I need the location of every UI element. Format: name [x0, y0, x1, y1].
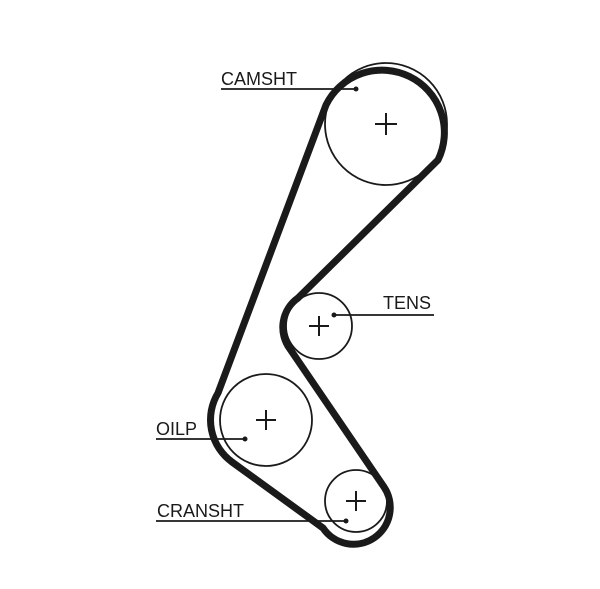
oil-pump-pulley — [219, 373, 313, 467]
camshaft-callout — [221, 86, 359, 92]
crankshaft-callout — [156, 518, 349, 524]
timing-belt — [207, 66, 448, 548]
oil-pump-label: OILP — [156, 419, 197, 439]
oil-pump-callout — [156, 436, 248, 442]
crankshaft-pulley — [324, 469, 388, 533]
tensioner-callout — [331, 312, 434, 318]
camshaft-label: CAMSHT — [221, 69, 297, 89]
crankshaft-label: CRANSHT — [157, 501, 244, 521]
tensioner-label: TENS — [383, 293, 431, 313]
